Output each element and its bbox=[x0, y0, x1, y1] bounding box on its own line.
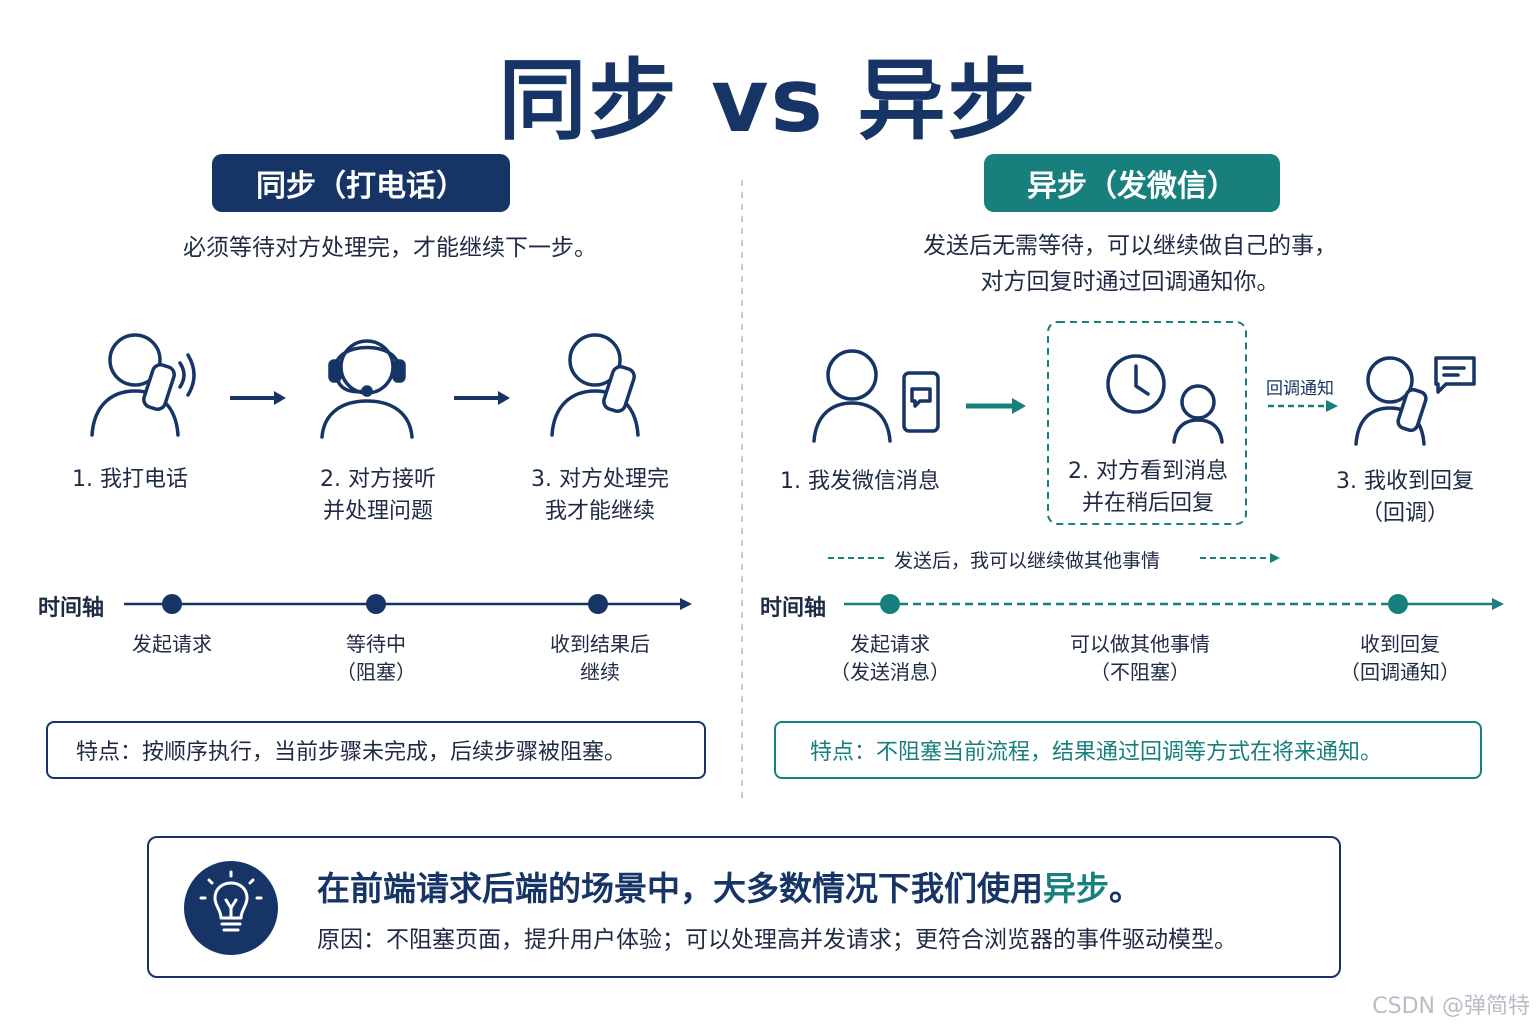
recipient-box bbox=[1047, 321, 1247, 525]
async-step-3: 3. 我收到回复 （回调） bbox=[1336, 469, 1474, 526]
timeline-dot bbox=[162, 594, 182, 614]
continue-arrow-icon bbox=[1200, 553, 1280, 563]
person-reply-icon bbox=[1354, 356, 1476, 446]
async-timeline-point-2: 可以做其他事情 （不阻塞） bbox=[1070, 632, 1210, 684]
arrow-right-icon bbox=[230, 391, 286, 405]
continue-note: 发送后，我可以继续做其他事情 bbox=[894, 550, 1161, 572]
sync-timeline bbox=[124, 594, 692, 614]
timeline-dot bbox=[880, 594, 900, 614]
sync-step-2: 2. 对方接听 并处理问题 bbox=[320, 467, 436, 524]
sync-timeline-label: 时间轴 bbox=[38, 596, 105, 621]
async-timeline-point-1: 发起请求 （发送消息） bbox=[830, 632, 950, 684]
async-step-1: 1. 我发微信消息 bbox=[780, 469, 940, 494]
conclusion-box: 在前端请求后端的场景中，大多数情况下我们使用异步。 原因：不阻塞页面，提升用户体… bbox=[147, 836, 1341, 978]
async-tag: 异步（发微信） bbox=[984, 154, 1280, 212]
dashed-line bbox=[828, 557, 886, 559]
page-title: 同步 vs 异步 bbox=[498, 49, 1038, 152]
timeline-dot bbox=[588, 594, 608, 614]
sync-description: 必须等待对方处理完，才能继续下一步。 bbox=[183, 235, 597, 261]
conclusion-reason: 原因：不阻塞页面，提升用户体验；可以处理高并发请求；更符合浏览器的事件驱动模型。 bbox=[317, 927, 1237, 953]
async-description-line1: 发送后无需等待，可以继续做自己的事， bbox=[923, 233, 1337, 259]
watermark: CSDN @弹简特 bbox=[1372, 994, 1530, 1019]
callback-label: 回调通知 bbox=[1266, 379, 1334, 399]
headline-emphasis: 异步 bbox=[1043, 869, 1109, 908]
sync-step-3: 3. 对方处理完 我才能继续 bbox=[531, 467, 669, 524]
person-phone-icon bbox=[550, 333, 640, 437]
sync-feature-text: 特点：按顺序执行，当前步骤未完成，后续步骤被阻塞。 bbox=[76, 740, 627, 765]
arrow-right-icon bbox=[454, 391, 510, 405]
async-timeline-label: 时间轴 bbox=[760, 596, 827, 621]
headline-prefix: 在前端请求后端的场景中，大多数情况下我们使用 bbox=[317, 869, 1043, 908]
async-timeline bbox=[844, 594, 1504, 614]
headset-agent-icon bbox=[320, 339, 414, 439]
person-wechat-icon bbox=[812, 349, 940, 443]
sync-timeline-point-3: 收到结果后 继续 bbox=[550, 632, 650, 684]
headline-suffix: 。 bbox=[1109, 869, 1142, 908]
sync-timeline-point-1: 发起请求 bbox=[132, 632, 212, 656]
clock-person-icon bbox=[1106, 354, 1224, 444]
async-step-2: 2. 对方看到消息 并在稍后回复 bbox=[1068, 459, 1228, 516]
async-feature-text: 特点：不阻塞当前流程，结果通过回调等方式在将来通知。 bbox=[810, 740, 1383, 765]
sync-timeline-point-2: 等待中 （阻塞） bbox=[336, 632, 416, 684]
async-timeline-point-3: 收到回复 （回调通知） bbox=[1340, 632, 1460, 684]
sync-step-1: 1. 我打电话 bbox=[72, 467, 188, 492]
async-feature-box: 特点：不阻塞当前流程，结果通过回调等方式在将来通知。 bbox=[774, 721, 1482, 779]
lightbulb-icon bbox=[184, 861, 278, 955]
timeline-dot bbox=[366, 594, 386, 614]
sync-tag: 同步（打电话） bbox=[212, 154, 510, 212]
timeline-dot bbox=[1388, 594, 1408, 614]
conclusion-headline: 在前端请求后端的场景中，大多数情况下我们使用异步。 bbox=[317, 862, 1142, 910]
sync-feature-box: 特点：按顺序执行，当前步骤未完成，后续步骤被阻塞。 bbox=[46, 721, 706, 779]
async-description-line2: 对方回复时通过回调通知你。 bbox=[980, 269, 1280, 295]
person-phone-icon bbox=[90, 333, 196, 437]
arrow-right-icon bbox=[966, 398, 1026, 414]
center-divider bbox=[741, 180, 743, 800]
callback-arrow-icon bbox=[1268, 400, 1338, 412]
